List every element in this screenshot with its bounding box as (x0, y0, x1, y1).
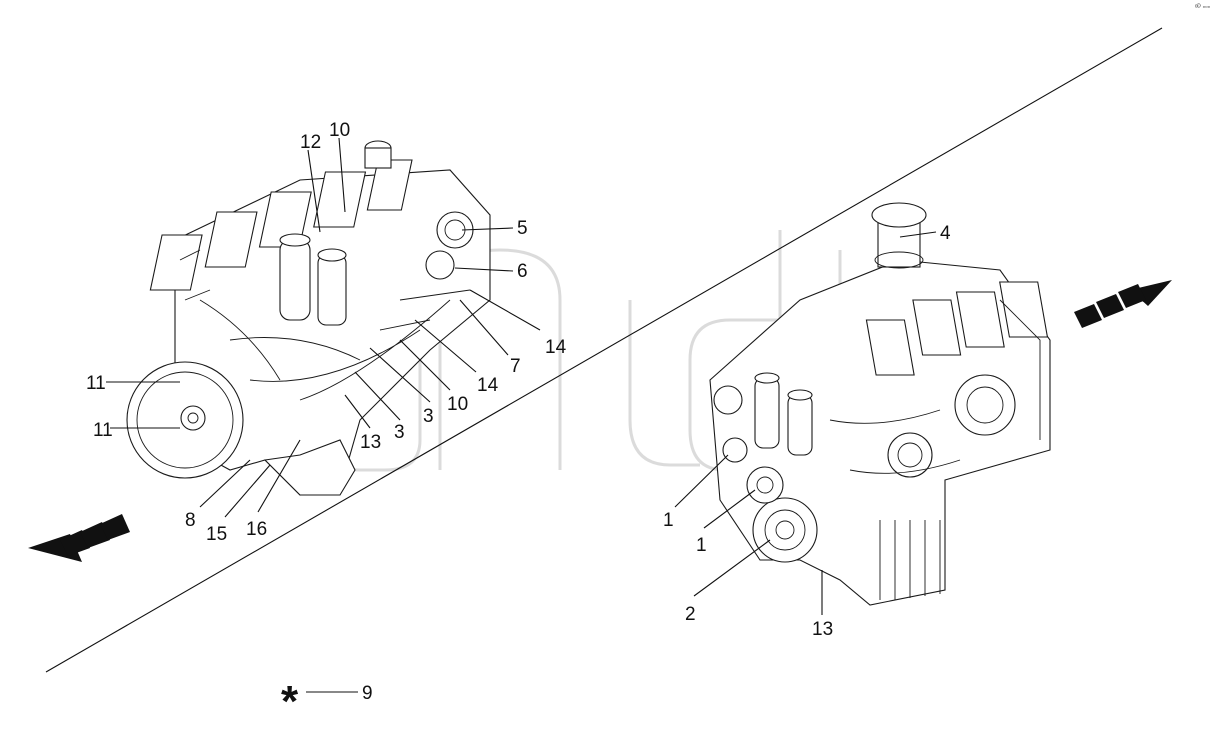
corner-mark: ᵒᴰ ▫▫▫ (1194, 4, 1210, 11)
callout-7: 7 (510, 356, 521, 377)
callout-12: 12 (300, 132, 321, 153)
callout-3: 3 (423, 406, 434, 427)
crank-pulley (752, 497, 818, 563)
callout-10: 10 (447, 394, 468, 415)
callout-16: 16 (246, 519, 267, 540)
callout-1: 1 (663, 510, 674, 531)
right-engine (709, 202, 1051, 606)
exhaust-stack (877, 221, 921, 268)
arrow-front-left (28, 514, 130, 562)
callout-8: 8 (185, 510, 196, 531)
callout-3: 3 (394, 422, 405, 443)
separator-line (45, 27, 1163, 673)
left-engine (126, 140, 491, 496)
asterisk-symbol: * (281, 677, 299, 726)
callout-13: 13 (360, 432, 381, 453)
fuel-filter (317, 254, 347, 326)
callout-2: 2 (685, 604, 696, 625)
callout-14: 14 (477, 375, 499, 396)
callout-6: 6 (517, 261, 528, 282)
callout-13: 13 (812, 619, 833, 640)
callout-5: 5 (517, 218, 528, 239)
right-leader-lines (674, 231, 937, 615)
callout-1: 1 (696, 535, 707, 556)
callout-15: 15 (206, 524, 227, 545)
arrow-rear-right (1074, 280, 1172, 328)
callout-11: 11 (93, 420, 113, 441)
right-turbo (954, 374, 1016, 436)
oil-filter (279, 239, 311, 321)
left-leader-lines (106, 137, 541, 518)
callout-4: 4 (940, 223, 951, 244)
callout-11: 11 (86, 373, 106, 394)
footnote-number: 9 (362, 683, 373, 704)
right-callouts: 4 1 1 2 13 (663, 223, 951, 640)
callout-10: 10 (329, 120, 350, 141)
footnote: * 9 (281, 677, 373, 726)
callout-14: 14 (545, 337, 567, 358)
left-callouts: 12 10 5 6 14 7 14 10 3 3 13 11 11 8 15 1… (86, 120, 567, 545)
